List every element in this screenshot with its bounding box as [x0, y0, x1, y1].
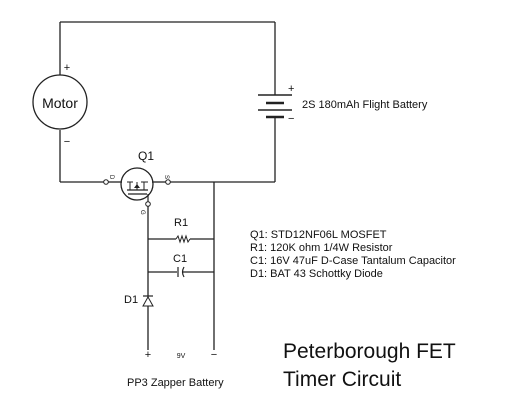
motor-symbol — [32, 74, 88, 130]
c1-label: C1 — [173, 253, 187, 265]
motor-label: Motor — [42, 95, 78, 111]
diode-triangle — [142, 295, 154, 307]
battery-minus-sign: − — [288, 113, 294, 125]
gate-terminal — [145, 201, 151, 207]
r1-label: R1 — [174, 217, 188, 229]
motor-minus-sign: − — [64, 136, 70, 148]
drain-terminal — [103, 179, 109, 185]
title-line-2: Timer Circuit — [283, 368, 402, 391]
battery-plus-sign: + — [288, 83, 294, 95]
mosfet-q1: Q1 D S G — [103, 149, 171, 215]
drain-pin-label: D — [108, 175, 114, 180]
d1-label: D1 — [124, 294, 138, 306]
parts-list-item-c1: C1: 16V 47uF D-Case Tantalum Capacitor — [250, 255, 456, 267]
mosfet-label: Q1 — [138, 149, 154, 163]
resistor-r1: R1 — [174, 217, 191, 244]
parts-list-item-r1: R1: 120K ohm 1/4W Resistor — [250, 242, 393, 254]
title-line-1: Peterborough FET — [283, 340, 456, 363]
zapper-minus-sign: − — [211, 349, 217, 361]
zapper-battery: + 9V − PP3 Zapper Battery — [127, 349, 224, 389]
zapper-voltage: 9V — [177, 353, 186, 360]
circuit-wires — [59, 21, 276, 350]
motor: Motor + − — [32, 62, 88, 148]
motor-plus-sign: + — [64, 62, 70, 74]
parts-list-item-q1: Q1: STD12NF06L MOSFET — [250, 229, 387, 241]
source-terminal — [165, 179, 171, 185]
capacitor-plate-right — [181, 266, 185, 278]
parts-list-item-d1: D1: BAT 43 Schottky Diode — [250, 268, 383, 280]
source-pin-label: S — [163, 175, 169, 179]
zapper-label: PP3 Zapper Battery — [127, 377, 224, 389]
flight-battery: + − 2S 180mAh Flight Battery — [258, 83, 428, 125]
zapper-plus-sign: + — [145, 349, 151, 361]
diode-d1: D1 — [124, 294, 154, 307]
battery-label: 2S 180mAh Flight Battery — [302, 99, 428, 111]
gate-pin-label: G — [139, 210, 145, 215]
resistor-symbol — [175, 234, 191, 244]
capacitor-c1: C1 — [173, 253, 187, 278]
